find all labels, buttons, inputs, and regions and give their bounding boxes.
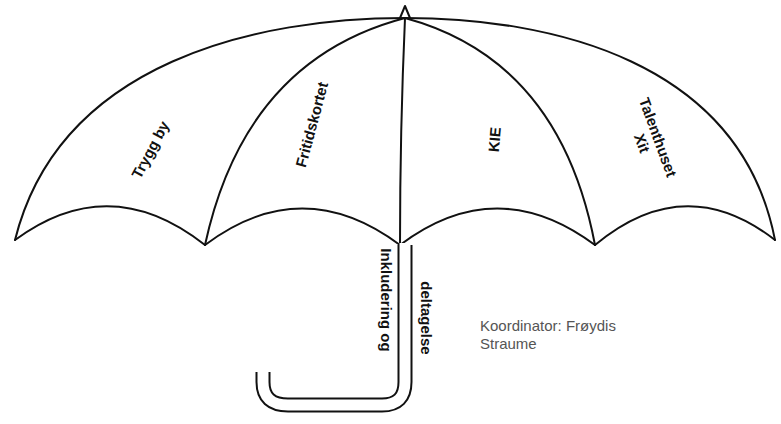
canopy-panel: Talenthuset Xit [617, 87, 684, 193]
canopy-outline [15, 18, 775, 240]
canopy-rib [400, 18, 405, 245]
handle-label: deltagelse [417, 281, 435, 354]
canopy-panel: Fritidskortet [292, 81, 331, 170]
handle-label: Inkludering og [377, 248, 395, 351]
panel-label: KIE [485, 127, 504, 153]
canopy-scallop [15, 206, 205, 245]
panel-label: Trygg by [128, 118, 173, 181]
canopy-rib [405, 18, 595, 245]
canopy-panel: Trygg by [128, 118, 173, 181]
canopy-scallop [205, 209, 400, 246]
panel-label: Fritidskortet [292, 81, 331, 170]
canopy-rib [205, 18, 405, 245]
umbrella-handle-inner [263, 243, 405, 405]
canopy-scallop [595, 206, 775, 245]
umbrella-tip [400, 6, 410, 18]
canopy-panel: KIE [485, 127, 504, 153]
panel-label: Talenthuset Xit [617, 87, 684, 193]
coordinator-note: Koordinator: Frøydis Straume [480, 317, 630, 353]
canopy-scallop [400, 209, 595, 246]
umbrella-handle [263, 245, 405, 405]
